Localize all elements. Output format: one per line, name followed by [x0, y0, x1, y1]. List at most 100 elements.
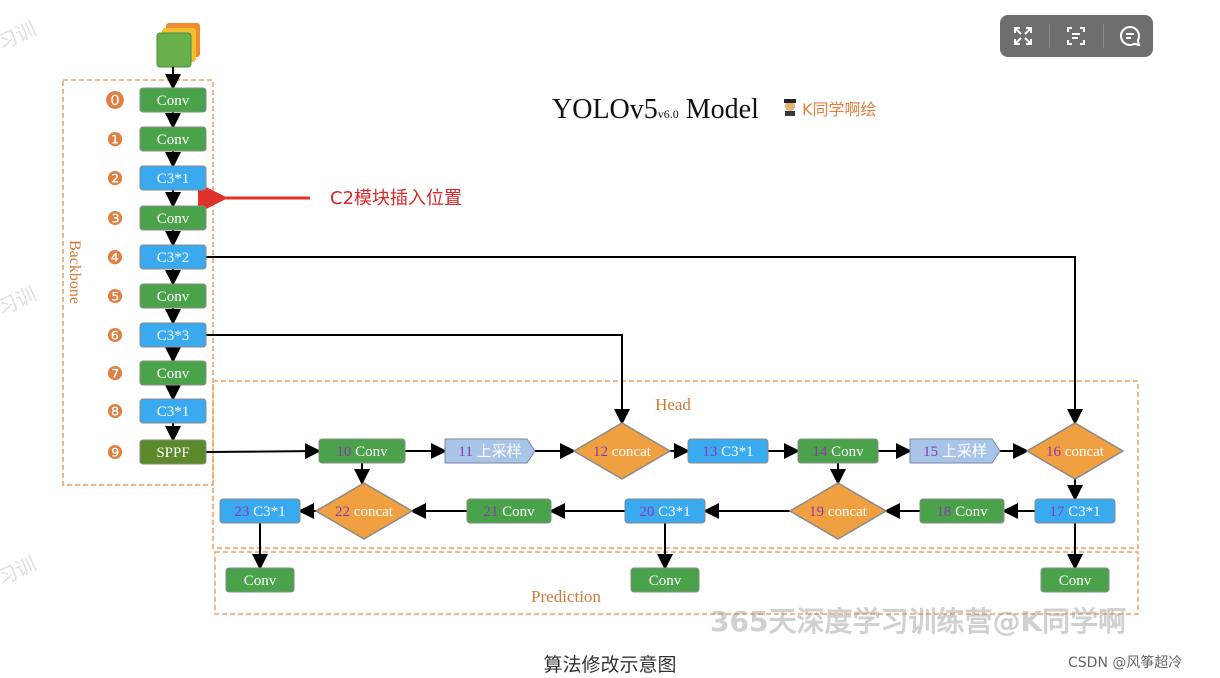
node-text: C3*1 [157, 404, 190, 420]
node-label: C3*1 [157, 404, 190, 420]
node-text: 18 Conv [936, 504, 988, 520]
concat-diamond [1025, 422, 1125, 480]
node-label: C3*1 [157, 171, 190, 187]
comment-icon [1119, 25, 1141, 47]
node-label: C3*1 [721, 444, 754, 460]
node-number: 23 [234, 504, 253, 520]
backbone-node-6: C3*3❻ [106, 322, 207, 348]
node-text: 22 concat [335, 504, 394, 520]
node-text: 12 concat [593, 444, 652, 460]
prediction-conv-0: Conv [225, 567, 295, 593]
head-node-10: 10 Conv [318, 438, 406, 464]
node-text: 16 concat [1046, 444, 1105, 460]
c3-box [687, 438, 769, 464]
conv-box [630, 567, 700, 593]
head-node-17: 17 C3*1 [1034, 498, 1116, 524]
node-text: Conv [649, 573, 682, 589]
c3-box [139, 165, 207, 191]
node-label: Conv [649, 573, 682, 589]
node-label: Conv [157, 211, 190, 227]
conv-box [139, 87, 207, 113]
conv-box [318, 438, 406, 464]
upsample-shape [444, 438, 536, 464]
head-node-12: 12 concat [572, 422, 672, 480]
input-image-icon [156, 23, 200, 68]
node-label: 上采样 [942, 442, 987, 460]
head-node-19: 19 concat [788, 482, 888, 540]
expand-button[interactable] [1003, 19, 1043, 53]
node-text: C3*2 [157, 250, 190, 266]
comment-button[interactable] [1110, 19, 1150, 53]
prediction-conv-1: Conv [630, 567, 700, 593]
layer-index: ❾ [106, 442, 123, 464]
node-label: C3*1 [658, 504, 691, 520]
title-model: Model [679, 94, 759, 125]
watermark-text: 365天深度学习训练营@K同学啊 [710, 605, 1127, 638]
node-label: Conv [955, 504, 988, 520]
node-number: 20 [639, 504, 658, 520]
head-node-20: 20 C3*1 [624, 498, 706, 524]
node-number: 14 [812, 444, 831, 460]
backbone-node-1: Conv ❶ [106, 126, 207, 152]
upsample-shape [909, 438, 1001, 464]
node-label: concat [612, 444, 652, 460]
head-label: Head [655, 395, 691, 414]
layer-index: ❺ [106, 286, 123, 308]
node-text: Conv [1059, 573, 1092, 589]
c3-box [139, 398, 207, 424]
node-number: 12 [593, 444, 612, 460]
node-text: 10 Conv [336, 444, 388, 460]
conv-box [139, 126, 207, 152]
node-label: Conv [157, 132, 190, 148]
node-text: 13 C3*1 [702, 444, 753, 460]
author-avatar-icon [784, 99, 796, 116]
conv-box [919, 498, 1005, 524]
node-text: Conv [157, 132, 190, 148]
node-label: Conv [244, 573, 277, 589]
node-label: C3*2 [157, 250, 190, 266]
node-label: Conv [157, 93, 190, 109]
conv-box [139, 205, 207, 231]
scan-text-button[interactable] [1056, 19, 1096, 53]
node-label: C3*3 [157, 328, 190, 344]
head-node-21: 21 Conv [466, 498, 552, 524]
head-node-15: 15 上采样 [909, 438, 1001, 464]
layer-index: ❷ [106, 168, 123, 190]
node-label: concat [828, 504, 868, 520]
conv-box [797, 438, 879, 464]
concat-diamond [788, 482, 888, 540]
layer-index: ❶ [106, 129, 123, 151]
backbone-node-7: Conv ❼ [106, 360, 207, 386]
node-text: 11 上采样 [458, 442, 521, 460]
edge [206, 256, 1083, 425]
node-number: 13 [702, 444, 721, 460]
node-text: 20 C3*1 [639, 504, 690, 520]
node-label: Conv [157, 289, 190, 305]
expand-icon [1014, 27, 1033, 45]
node-text: Conv [157, 93, 190, 109]
edge [205, 443, 321, 460]
prediction-conv-2: Conv [1040, 567, 1110, 593]
backbone-group [62, 79, 214, 486]
backbone-node-8: C3*1❽ [106, 398, 207, 424]
layer-index: ❼ [106, 363, 123, 385]
insert-position-label: C2模块插入位置 [330, 188, 462, 209]
c3-box [624, 498, 706, 524]
layer-index: ⓿ [105, 90, 124, 112]
image-toolbar [1000, 15, 1153, 57]
head-node-14: 14 Conv [797, 438, 879, 464]
head-node-13: 13 C3*1 [687, 438, 769, 464]
c3-box [139, 322, 207, 348]
node-label: C3*1 [1068, 504, 1101, 520]
node-label: 上采样 [477, 442, 522, 460]
conv-box [466, 498, 552, 524]
concat-diamond [314, 482, 414, 540]
concat-diamond [572, 422, 672, 480]
node-number: 22 [335, 504, 354, 520]
node-label: Conv [157, 366, 190, 382]
head-group [212, 380, 1139, 549]
node-label: Conv [355, 444, 388, 460]
c3-box [219, 498, 301, 524]
